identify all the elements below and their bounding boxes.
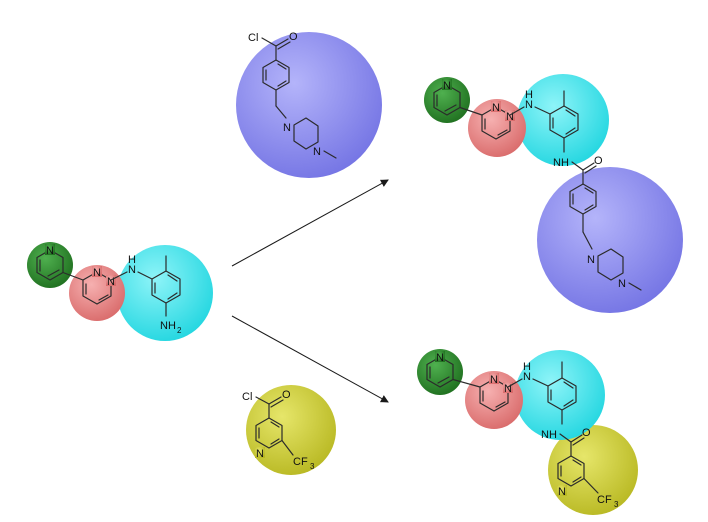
chlorine-label: Cl	[248, 32, 258, 44]
reaction-arrow-upper	[231, 179, 389, 267]
product2-pyridine2-nitrogen: N	[558, 486, 566, 498]
product1-benzoyl-piperazine-region	[537, 167, 683, 313]
piperazine-nitrogen-2: N	[313, 146, 321, 158]
product2-amide-n: NH	[541, 429, 557, 441]
pyridine-region	[27, 242, 73, 288]
product2-pyridine-nitrogen: N	[436, 352, 444, 364]
product1-aniline-region	[517, 74, 609, 166]
product2-pyrimidine-nitrogen-1: N	[490, 374, 498, 386]
product1-pyrimidine-nitrogen-1: N	[492, 102, 500, 114]
product1-piperazine-nitrogen-1: N	[587, 254, 595, 266]
pyrimidine-nitrogen-2: N	[107, 276, 115, 288]
pyridine-nitrogen: N	[46, 245, 54, 257]
product-cf3-analogue: N N N N H NH O N CF 3	[417, 349, 638, 515]
product1-pyrimidine-nitrogen-2: N	[506, 111, 514, 123]
product2-cf3-subscript: 3	[614, 500, 619, 509]
product2-cf3-label: CF	[597, 494, 612, 506]
product1-pyridine-region	[424, 77, 470, 123]
reagent2-chlorine-label: Cl	[242, 391, 252, 403]
product1-amine-nitrogen: N	[525, 99, 533, 111]
aniline-region	[117, 245, 213, 341]
pyrimidine-nitrogen-1: N	[93, 267, 101, 279]
benzoyl-piperazine-region	[236, 32, 382, 178]
product1-amine-hydrogen: H	[525, 89, 533, 101]
piperazine-nitrogen-1: N	[283, 122, 291, 134]
product1-amide-oxygen: O	[594, 155, 603, 167]
reagent-cf3-pyridine-acyl-chloride: Cl O N CF 3	[242, 385, 336, 475]
product2-pyridine-region	[417, 349, 463, 395]
amino-group: NH	[160, 320, 176, 332]
reaction-arrow-lower	[231, 315, 389, 403]
amino-subscript: 2	[177, 326, 182, 335]
amine-nitrogen: N	[128, 264, 136, 276]
amine-hydrogen: H	[128, 254, 136, 266]
product1-pyridine-nitrogen: N	[443, 80, 451, 92]
product1-amide-n: NH	[553, 157, 569, 169]
product2-aniline-region	[515, 350, 605, 440]
product2-amide-oxygen: O	[582, 427, 591, 439]
starting-amine: N N N N H NH 2	[27, 242, 213, 341]
product2-pyrimidine-nitrogen-2: N	[504, 383, 512, 395]
product1-piperazine-nitrogen-2: N	[618, 278, 626, 290]
product-imatinib: N N N N H NH O N N	[424, 74, 683, 313]
pyridine-ring: N	[36, 244, 64, 281]
reagent2-cf3-subscript: 3	[310, 462, 315, 471]
product2-amine-nitrogen: N	[523, 371, 531, 383]
reagent2-cf3-label: CF	[293, 456, 308, 468]
aniline-ring	[151, 255, 181, 304]
oxygen-label: O	[289, 31, 298, 43]
reagent2-oxygen-label: O	[282, 389, 291, 401]
product2-amine-hydrogen: H	[523, 361, 531, 373]
reagent2-pyridine-nitrogen: N	[256, 448, 264, 460]
reagent-benzoyl-chloride: Cl O N N	[236, 31, 382, 178]
